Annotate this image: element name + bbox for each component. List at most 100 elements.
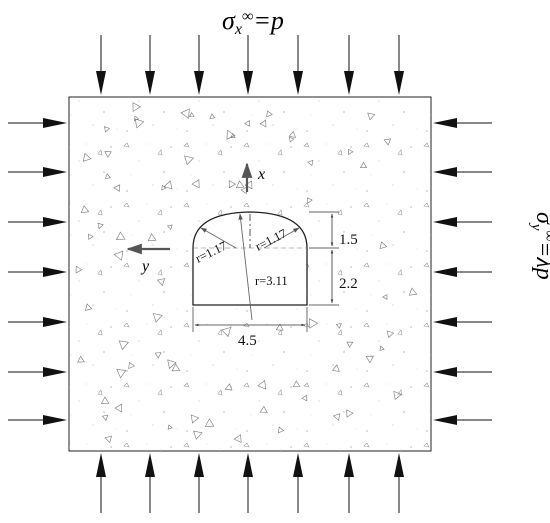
aggregate-triangle xyxy=(167,424,173,430)
aggregate-triangle xyxy=(335,323,342,329)
aggregate-triangle xyxy=(133,115,140,122)
load-arrow-left-4 xyxy=(8,317,67,327)
aggregate-triangle xyxy=(97,222,104,230)
aggregate-triangle xyxy=(386,330,395,339)
side-load-label: σy∞=λp xyxy=(528,212,550,280)
aggregate-triangle xyxy=(104,151,112,158)
aggregate-triangle xyxy=(393,390,403,401)
aggregate-triangle xyxy=(278,426,285,434)
aggregate-triangle xyxy=(365,355,374,364)
aggregate-triangle xyxy=(152,313,163,323)
aggregate-triangle xyxy=(408,287,418,296)
dim-arch-height-label: 1.5 xyxy=(339,232,358,248)
y-axis-label: y xyxy=(140,258,150,275)
load-arrow-bottom-4 xyxy=(293,453,303,513)
top-load-label: σx∞=p xyxy=(222,6,284,38)
aggregate-triangle xyxy=(307,197,313,204)
aggregate-triangle xyxy=(191,179,200,189)
aggregate-triangle xyxy=(382,294,388,300)
load-arrow-right-3 xyxy=(433,267,492,277)
radius-big-line xyxy=(238,213,253,321)
load-arrow-left-1 xyxy=(8,167,67,177)
aggregate-triangle xyxy=(259,119,267,128)
aggregate-triangle xyxy=(88,233,94,240)
load-arrow-left-3 xyxy=(8,267,67,277)
aggregate-triangle xyxy=(80,205,90,214)
aggregate-triangle xyxy=(167,224,173,230)
load-arrow-right-1 xyxy=(433,167,492,177)
radius-big-label: r=3.11 xyxy=(255,274,288,288)
aggregate-triangle xyxy=(101,414,109,421)
aggregate-triangle xyxy=(184,155,194,166)
aggregate-triangle xyxy=(228,180,236,189)
aggregate-triangle xyxy=(116,369,127,379)
top-load-arrows xyxy=(96,35,404,95)
aggregate-triangle xyxy=(226,129,236,140)
radius-right-line xyxy=(263,227,300,249)
aggregate-triangle xyxy=(292,380,301,388)
aggregate-triangle xyxy=(235,180,245,189)
aggregate-triangle xyxy=(244,119,251,127)
load-arrow-top-2 xyxy=(194,35,204,95)
aggregate-triangle xyxy=(156,278,166,287)
aggregate-triangle xyxy=(161,184,167,191)
aggregate-triangle xyxy=(113,250,124,261)
aggregate-triangle xyxy=(275,323,284,331)
aggregate-triangle xyxy=(209,113,216,119)
load-arrow-right-2 xyxy=(433,217,492,227)
load-arrow-left-2 xyxy=(8,217,67,227)
load-arrow-left-6 xyxy=(8,415,67,425)
aggregate-triangle xyxy=(233,434,242,443)
aggregate-triangle xyxy=(221,327,232,338)
aggregate-triangle xyxy=(188,111,195,118)
load-arrow-top-3 xyxy=(243,35,253,95)
load-arrow-bottom-6 xyxy=(394,453,404,513)
aggregate-triangle xyxy=(104,435,112,444)
aggregate-triangle xyxy=(128,361,136,369)
aggregate-triangle xyxy=(379,345,385,351)
aggregate-triangle xyxy=(147,233,157,242)
load-arrow-bottom-5 xyxy=(344,453,354,513)
aggregate-triangle xyxy=(383,138,392,146)
aggregate-triangle xyxy=(367,112,376,121)
right-load-arrows xyxy=(433,118,492,425)
x-axis-label: x xyxy=(257,166,265,183)
load-arrow-right-4 xyxy=(433,317,492,327)
aggregate-triangle xyxy=(331,364,340,372)
load-arrow-bottom-1 xyxy=(145,453,155,513)
aggregate-triangle xyxy=(289,136,295,143)
load-arrow-top-5 xyxy=(344,35,354,95)
load-arrow-top-4 xyxy=(293,35,303,95)
aggregate-triangle xyxy=(180,108,190,119)
aggregate-triangle xyxy=(204,418,215,427)
aggregate-triangle xyxy=(134,118,145,129)
aggregate-triangle xyxy=(171,363,181,372)
load-arrow-right-5 xyxy=(433,367,492,377)
aggregate-triangle xyxy=(193,430,203,440)
aggregate-triangle xyxy=(346,341,354,348)
aggregate-triangle xyxy=(104,173,111,179)
aggregate-triangle xyxy=(346,409,354,418)
aggregate-triangle xyxy=(77,355,85,363)
aggregate-triangle xyxy=(301,394,308,402)
aggregate-triangle xyxy=(84,303,93,311)
aggregate-triangle xyxy=(154,352,162,359)
load-arrow-bottom-0 xyxy=(96,453,106,513)
tunnel-opening xyxy=(192,211,308,306)
load-arrow-right-0 xyxy=(433,118,492,128)
load-arrow-left-0 xyxy=(8,118,67,128)
aggregate-triangle xyxy=(100,396,110,404)
aggregate-triangle xyxy=(118,340,129,351)
dim-wall-height-label: 2.2 xyxy=(339,276,358,292)
aggregate-triangle xyxy=(132,102,142,112)
load-arrow-top-1 xyxy=(145,35,155,95)
load-arrow-bottom-3 xyxy=(243,453,253,513)
aggregate-triangle xyxy=(379,241,388,250)
bottom-load-arrows xyxy=(96,453,404,513)
aggregate-triangle xyxy=(82,152,92,162)
aggregate-triangle xyxy=(244,180,253,190)
load-arrow-left-5 xyxy=(8,367,67,377)
aggregate-triangle xyxy=(307,159,314,167)
aggregate-triangle xyxy=(348,148,354,156)
